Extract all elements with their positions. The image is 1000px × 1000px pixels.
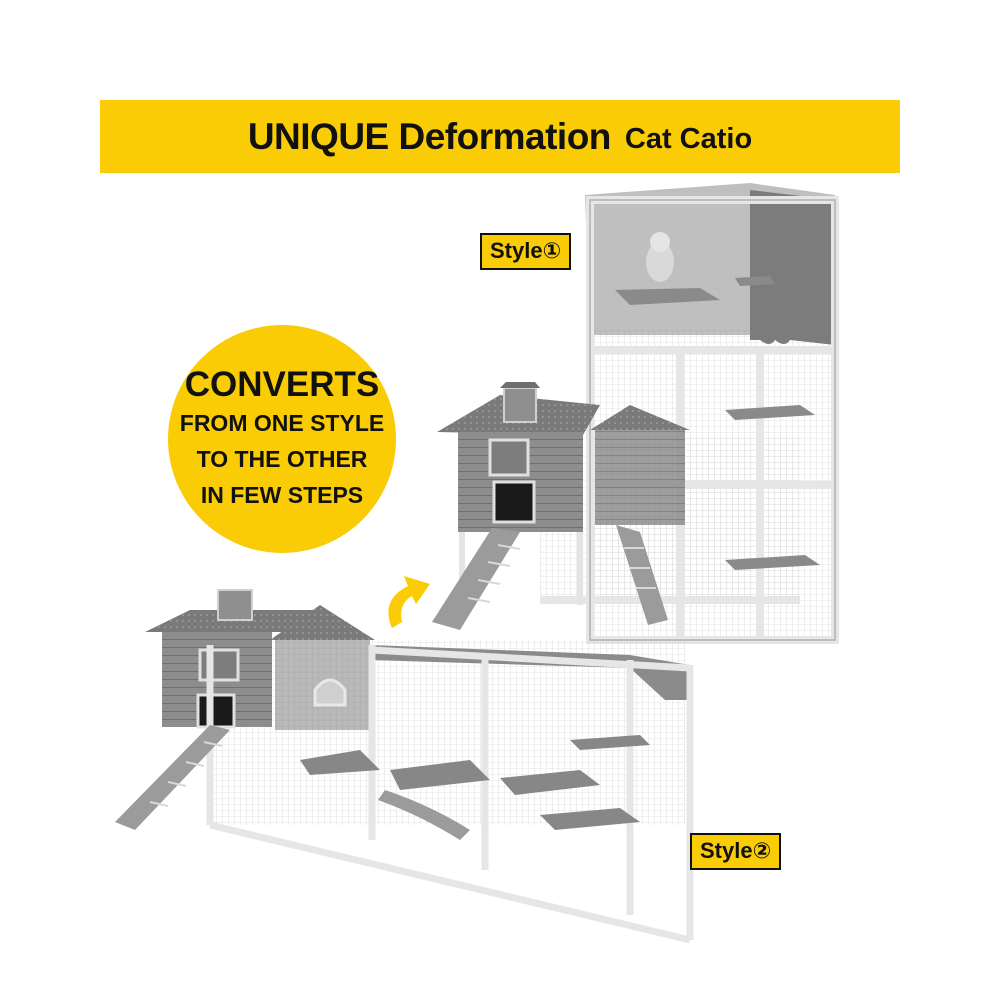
converts-badge: CONVERTS FROM ONE STYLE TO THE OTHER IN …	[168, 325, 396, 553]
style1-catio	[432, 183, 840, 644]
title-banner: UNIQUE Deformation Cat Catio	[100, 100, 900, 173]
convert-arrow-icon	[388, 576, 430, 628]
style2-label: Style②	[690, 833, 782, 870]
badge-line-2: FROM ONE STYLE	[179, 410, 385, 436]
badge-line-3: TO THE OTHER	[196, 446, 368, 472]
style1-label: Style①	[480, 233, 572, 270]
badge-line-1: CONVERTS	[184, 365, 380, 404]
title-bold: UNIQUE Deformation	[247, 115, 612, 157]
title-small: Cat Catio	[624, 123, 753, 155]
style1-ramps	[432, 525, 668, 630]
style2-catio	[115, 589, 694, 944]
badge-line-4: IN FEW STEPS	[200, 482, 364, 508]
